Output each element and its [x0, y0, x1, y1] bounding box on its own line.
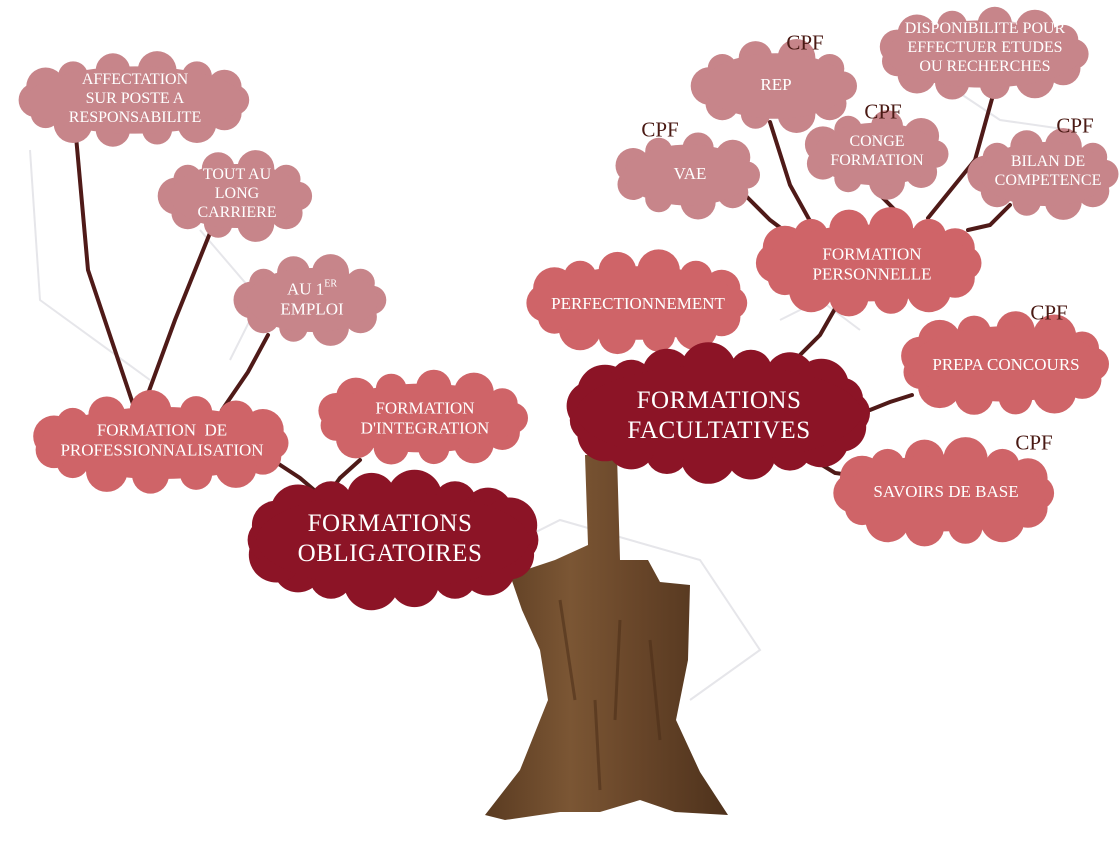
prepa-concours-label: PREPA CONCOURS [932, 354, 1080, 374]
cloud-formation-integration [318, 369, 528, 465]
cpf-tag-conge-formation: CPF [864, 99, 902, 124]
clouds-layer [18, 6, 1119, 611]
perfectionnement-label: PERFECTIONNEMENT [551, 293, 725, 313]
tree-trunk [485, 455, 728, 820]
vae-label: VAE [673, 163, 707, 183]
cloud-formation-personnelle [755, 207, 982, 317]
cloud-affectation-poste [18, 51, 250, 147]
cloud-bilan-competence [967, 128, 1119, 220]
cpf-tag-bilan: CPF [1056, 113, 1094, 138]
cpf-tag-vae: CPF [641, 117, 679, 142]
cloud-prepa-concours [901, 311, 1109, 415]
cpf-tag-savoirs: CPF [1015, 430, 1053, 455]
premier-emploi-label: AU 1ER EMPLOI [280, 278, 344, 319]
cloud-formations-facultatives [566, 342, 870, 484]
cloud-formations-obligatoires [247, 469, 539, 611]
cloud-vae [615, 132, 761, 220]
savoirs-de-base-label: SAVOIRS DE BASE [873, 481, 1019, 501]
cloud-savoirs-de-base [833, 437, 1055, 547]
rep-label: REP [760, 74, 792, 94]
cloud-premier-emploi [233, 254, 387, 346]
cpf-tag-rep: CPF [786, 30, 824, 55]
cloud-conge-formation [804, 110, 949, 200]
cloud-tout-au-long-carriere [157, 150, 313, 242]
cpf-tag-prepa-concours: CPF [1030, 300, 1068, 325]
cloud-disponibilite [879, 6, 1089, 100]
cloud-rep [690, 39, 858, 133]
cloud-formation-professionnalisation [33, 390, 289, 494]
cloud-perfectionnement [526, 249, 748, 355]
